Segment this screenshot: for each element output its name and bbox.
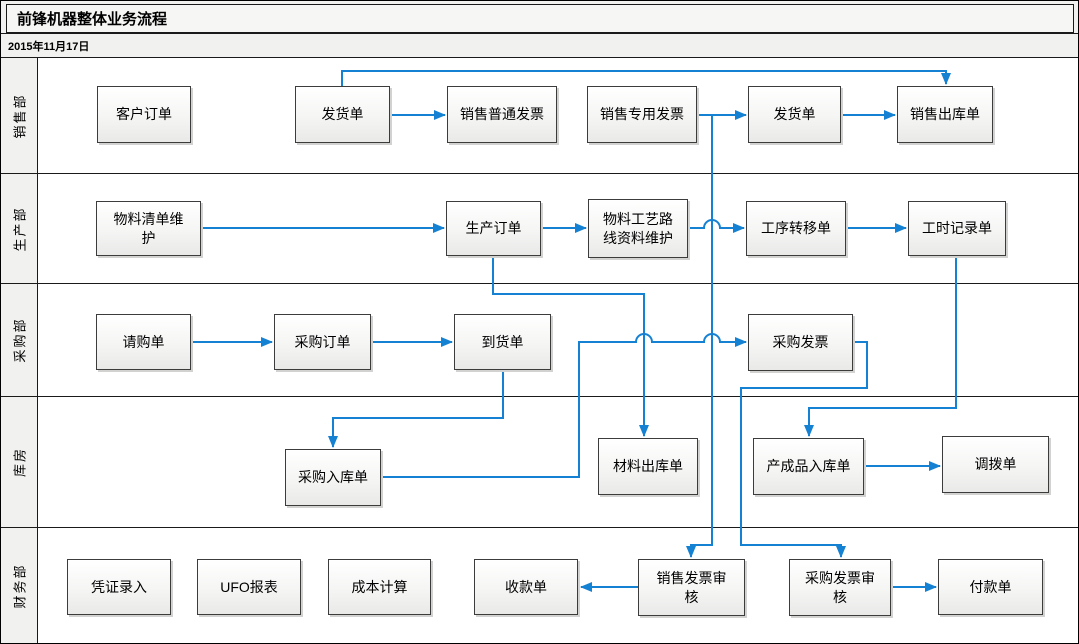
node-transfer-order[interactable]: 调拨单: [942, 436, 1049, 493]
lane-header-production: 生产部: [1, 174, 38, 283]
node-delivery-note-2[interactable]: 发货单: [748, 86, 841, 143]
node-sales-ordinary-invoice[interactable]: 销售普通发票: [447, 86, 557, 143]
node-bom-maintenance[interactable]: 物料清单维护: [96, 201, 201, 256]
node-purchase-order[interactable]: 采购订单: [274, 314, 371, 370]
node-finished-goods-inbound-order[interactable]: 产成品入库单: [753, 438, 864, 495]
lane-label: 财务部: [12, 562, 28, 609]
node-material-outbound-order[interactable]: 材料出库单: [598, 438, 698, 495]
node-sales-invoice-audit[interactable]: 销售发票审核: [638, 559, 745, 616]
node-delivery-note-1[interactable]: 发货单: [295, 86, 390, 143]
node-production-order[interactable]: 生产订单: [446, 201, 541, 256]
node-cost-calculation[interactable]: 成本计算: [328, 559, 431, 615]
node-payment-order[interactable]: 付款单: [938, 559, 1043, 615]
lane-header-purchasing: 采购部: [1, 284, 38, 396]
node-purchase-invoice-audit[interactable]: 采购发票审核: [789, 559, 891, 616]
date-row: 2015年11月17日: [1, 34, 1078, 58]
node-sales-outbound-order[interactable]: 销售出库单: [897, 86, 993, 143]
node-receipt-order[interactable]: 收款单: [474, 559, 578, 615]
node-purchase-requisition[interactable]: 请购单: [96, 314, 191, 370]
node-customer-order[interactable]: 客户订单: [97, 86, 191, 143]
title-row: 前锋机器整体业务流程: [1, 1, 1078, 34]
node-sales-special-invoice[interactable]: 销售专用发票: [587, 86, 697, 143]
node-timesheet-record[interactable]: 工时记录单: [908, 201, 1006, 256]
node-purchase-inbound-order[interactable]: 采购入库单: [285, 449, 381, 506]
node-routing-maintenance[interactable]: 物料工艺路线资料维护: [588, 199, 688, 258]
page-title: 前锋机器整体业务流程: [6, 4, 1074, 33]
node-purchase-invoice[interactable]: 采购发票: [748, 314, 853, 371]
lane-warehouse: 库房: [1, 397, 1078, 528]
lane-label: 生产部: [12, 205, 28, 252]
node-arrival-note[interactable]: 到货单: [454, 314, 551, 370]
node-process-transfer-order[interactable]: 工序转移单: [746, 201, 846, 256]
node-ufo-report[interactable]: UFO报表: [197, 559, 301, 615]
lane-header-sales: 销售部: [1, 58, 38, 173]
lane-header-finance: 财务部: [1, 528, 38, 643]
lane-header-warehouse: 库房: [1, 397, 38, 527]
lane-label: 采购部: [12, 317, 28, 363]
node-voucher-entry[interactable]: 凭证录入: [67, 559, 171, 615]
lane-label: 销售部: [12, 92, 28, 139]
lane-label: 库房: [12, 446, 28, 478]
